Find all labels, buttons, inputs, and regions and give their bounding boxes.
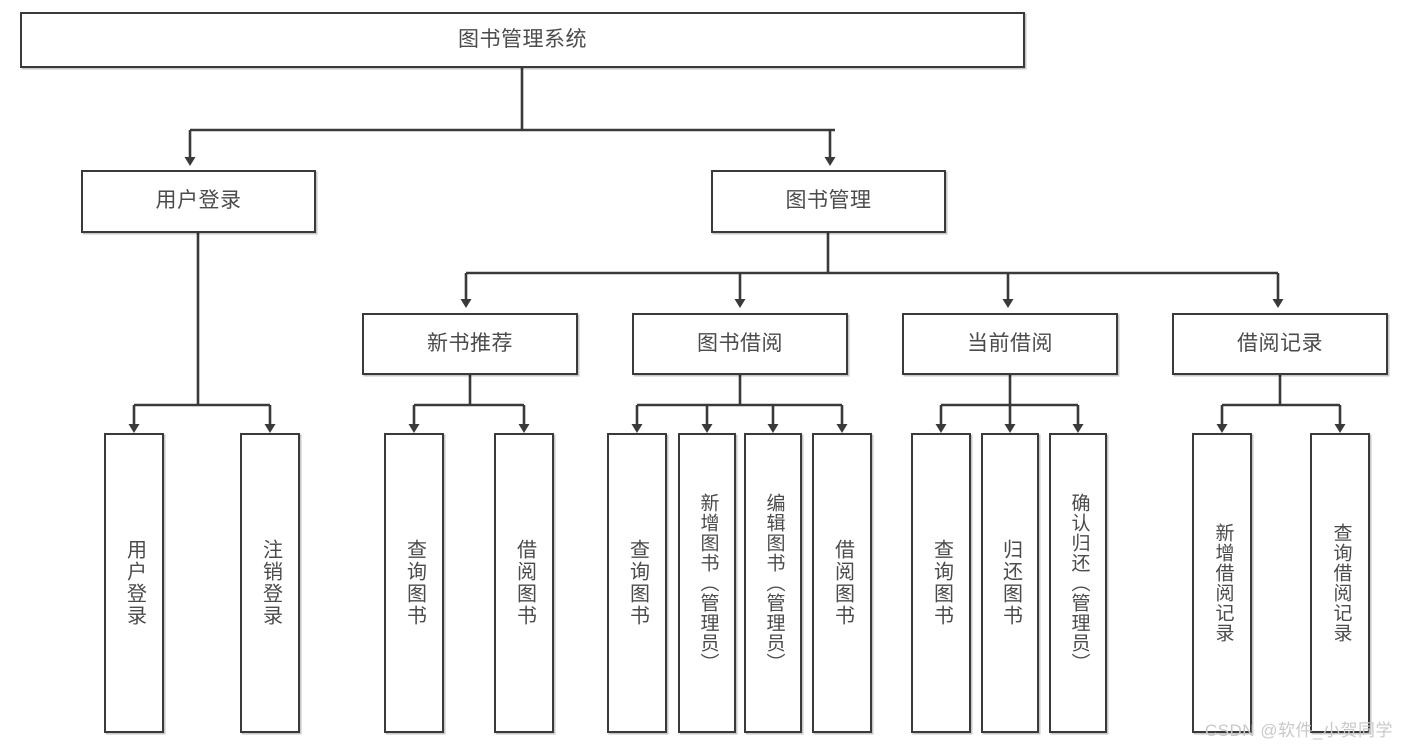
leaf-user-login[interactable]: 用户登录 xyxy=(104,433,164,733)
leaf-return-book[interactable]: 归还图书 xyxy=(981,433,1039,733)
leaf-edit-book[interactable]: 编辑图书（管理员） xyxy=(744,433,802,733)
leaf-edit-book-label: 编辑图书（管理员） xyxy=(763,493,785,673)
leaf-query-record[interactable]: 查询借阅记录 xyxy=(1310,433,1370,733)
node-book-borrow-label: 图书借阅 xyxy=(697,331,783,355)
node-book-borrow[interactable]: 图书借阅 xyxy=(632,313,848,375)
leaf-confirm-return[interactable]: 确认归还（管理员） xyxy=(1049,433,1107,733)
node-current-borrow-label: 当前借阅 xyxy=(967,331,1053,355)
leaf-query-book-1-label: 查询图书 xyxy=(403,539,426,627)
leaf-query-book-3[interactable]: 查询图书 xyxy=(911,433,971,733)
leaf-add-book[interactable]: 新增图书（管理员） xyxy=(678,433,736,733)
leaf-user-login-label: 用户登录 xyxy=(123,539,146,627)
leaf-query-record-label: 查询借阅记录 xyxy=(1330,523,1352,643)
leaf-query-book-2-label: 查询图书 xyxy=(626,539,649,627)
leaf-borrow-book-1-label: 借阅图书 xyxy=(513,539,536,627)
node-borrow-record-label: 借阅记录 xyxy=(1237,331,1323,355)
leaf-confirm-return-label: 确认归还（管理员） xyxy=(1068,493,1090,673)
node-borrow-record[interactable]: 借阅记录 xyxy=(1172,313,1388,375)
node-root-label: 图书管理系统 xyxy=(458,27,587,51)
leaf-borrow-book-2[interactable]: 借阅图书 xyxy=(812,433,872,733)
node-user-login-label: 用户登录 xyxy=(155,189,242,213)
node-user-login[interactable]: 用户登录 xyxy=(81,170,316,233)
node-new-book-recommend-label: 新书推荐 xyxy=(427,331,513,355)
leaf-add-book-label: 新增图书（管理员） xyxy=(697,493,719,673)
leaf-return-book-label: 归还图书 xyxy=(999,539,1022,627)
node-current-borrow[interactable]: 当前借阅 xyxy=(902,313,1118,375)
leaf-logout-login-label: 注销登录 xyxy=(259,539,282,627)
node-root[interactable]: 图书管理系统 xyxy=(20,12,1025,68)
watermark-text: CSDN @软件_小贺同学 xyxy=(1204,721,1393,740)
node-book-manage[interactable]: 图书管理 xyxy=(711,170,946,233)
leaf-borrow-book-2-label: 借阅图书 xyxy=(831,539,854,627)
node-book-manage-label: 图书管理 xyxy=(785,189,872,213)
leaf-borrow-book-1[interactable]: 借阅图书 xyxy=(494,433,554,733)
leaf-add-record-label: 新增借阅记录 xyxy=(1212,523,1234,643)
leaf-add-record[interactable]: 新增借阅记录 xyxy=(1192,433,1252,733)
leaf-query-book-3-label: 查询图书 xyxy=(930,539,953,627)
leaf-logout-login[interactable]: 注销登录 xyxy=(240,433,300,733)
leaf-query-book-1[interactable]: 查询图书 xyxy=(384,433,444,733)
leaf-query-book-2[interactable]: 查询图书 xyxy=(607,433,667,733)
node-new-book-recommend[interactable]: 新书推荐 xyxy=(362,313,578,375)
